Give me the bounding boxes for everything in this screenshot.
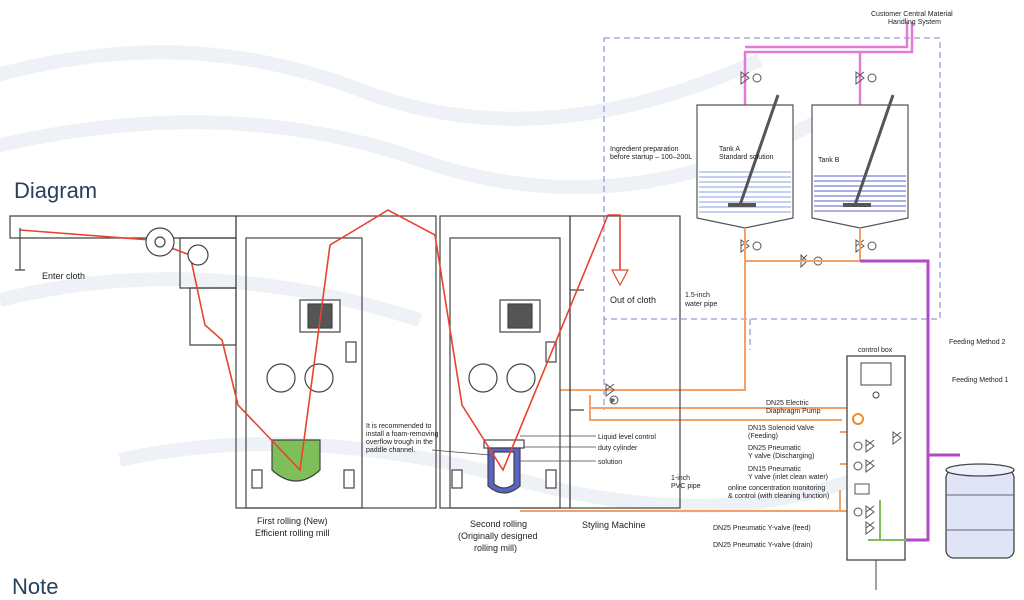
svg-text:First rolling (New): First rolling (New) bbox=[257, 516, 328, 526]
customer-supply-pipe bbox=[743, 22, 914, 105]
ingredient-note: Ingredient preparation before startup – … bbox=[610, 146, 692, 161]
svg-text:DN15 Pneumatic: DN15 Pneumatic bbox=[748, 466, 801, 473]
svg-text:DN15 Solenoid Valve: DN15 Solenoid Valve bbox=[748, 425, 814, 432]
enter-cloth-label: Enter cloth bbox=[42, 271, 85, 281]
tank-a bbox=[696, 94, 794, 229]
first-rolling-mill bbox=[251, 299, 357, 489]
second-rolling-mill bbox=[451, 299, 557, 494]
diagram-heading: Diagram bbox=[14, 178, 98, 203]
svg-text:1.5-inch: 1.5-inch bbox=[685, 292, 710, 299]
svg-text:solution: solution bbox=[598, 459, 622, 466]
svg-text:water pipe: water pipe bbox=[684, 301, 717, 308]
svg-text:PVC pipe: PVC pipe bbox=[671, 483, 701, 490]
control-box bbox=[846, 355, 906, 590]
feeding-method-1-label: Feeding Method 1 bbox=[952, 377, 1009, 384]
svg-text:online concentration monitorin: online concentration monitoring bbox=[728, 485, 825, 492]
svg-text:Liquid level control: Liquid level control bbox=[598, 434, 656, 441]
feeding-drum bbox=[945, 463, 1015, 559]
svg-text:Ingredient preparation: Ingredient preparation bbox=[610, 146, 679, 153]
note-heading: Note bbox=[12, 574, 59, 599]
svg-text:DN25 Electric: DN25 Electric bbox=[766, 400, 809, 407]
bath-callouts bbox=[431, 435, 596, 462]
water-pipe-label: 1.5-inch water pipe bbox=[684, 292, 717, 308]
svg-text:Second rolling: Second rolling bbox=[470, 519, 527, 529]
svg-text:paddle channel.: paddle channel. bbox=[366, 447, 415, 454]
svg-text:(Feeding): (Feeding) bbox=[748, 433, 778, 440]
svg-text:before startup – 100–200L: before startup – 100–200L bbox=[610, 154, 692, 161]
water-pipes bbox=[520, 228, 875, 512]
svg-text:It is recommended to: It is recommended to bbox=[366, 423, 431, 430]
svg-text:DN25 Pneumatic Y-valve (feed): DN25 Pneumatic Y-valve (feed) bbox=[713, 525, 811, 532]
svg-text:Diaphragm Pump: Diaphragm Pump bbox=[766, 408, 821, 415]
tank-inlet-valves bbox=[740, 71, 877, 85]
svg-text:overflow trough in the: overflow trough in the bbox=[366, 439, 433, 446]
feeding-method-2-label: Feeding Method 2 bbox=[949, 339, 1006, 346]
feeding-pipe bbox=[860, 259, 960, 542]
out-of-cloth-label: Out of cloth bbox=[610, 295, 656, 305]
styling-machine-label: Styling Machine bbox=[582, 520, 646, 530]
machine-frames bbox=[9, 215, 681, 509]
inline-valve: P bbox=[605, 383, 619, 406]
svg-text:& control (with cleaning funct: & control (with cleaning function) bbox=[728, 493, 829, 500]
bath-callout-labels: Liquid level control duty cylinder solut… bbox=[598, 434, 656, 466]
svg-text:Tank A: Tank A bbox=[719, 146, 740, 153]
tank-outlet-valves bbox=[740, 239, 877, 269]
dosing-area-boundary bbox=[603, 37, 941, 320]
tank-b-label: Tank B bbox=[818, 157, 840, 164]
svg-text:install a foam-removing: install a foam-removing bbox=[366, 431, 438, 438]
pvc-pipe-label: 1-inch PVC pipe bbox=[671, 475, 701, 490]
svg-text:Y valve (inlet clean water): Y valve (inlet clean water) bbox=[748, 474, 828, 481]
customer-system-label: Customer Central Material Handling Syste… bbox=[871, 11, 953, 26]
entry-rollers bbox=[15, 227, 209, 271]
svg-text:Efficient rolling mill: Efficient rolling mill bbox=[255, 528, 329, 538]
foam-note: It is recommended to install a foam-remo… bbox=[366, 423, 438, 454]
svg-text:P: P bbox=[611, 399, 615, 405]
svg-text:rolling mill): rolling mill) bbox=[474, 543, 517, 553]
tank-a-label: Tank A Standard solution bbox=[719, 146, 774, 161]
svg-text:DN25 Pneumatic Y-valve (drain): DN25 Pneumatic Y-valve (drain) bbox=[713, 542, 813, 549]
second-rolling-label: Second rolling (Originally designed roll… bbox=[458, 519, 538, 553]
svg-text:DN25 Pneumatic: DN25 Pneumatic bbox=[748, 445, 801, 452]
component-labels: DN25 Electric Diaphragm Pump DN15 Soleno… bbox=[713, 400, 829, 549]
first-rolling-label: First rolling (New) Efficient rolling mi… bbox=[255, 516, 329, 538]
dosing-area-boundary-ext bbox=[603, 319, 751, 410]
svg-text:(Originally designed: (Originally designed bbox=[458, 531, 538, 541]
tank-b bbox=[811, 94, 909, 229]
out-of-cloth-arrow bbox=[611, 269, 629, 287]
cloth-path bbox=[19, 209, 621, 472]
svg-text:duty cylinder: duty cylinder bbox=[598, 445, 638, 452]
svg-text:Customer Central Material: Customer Central Material bbox=[871, 11, 953, 18]
svg-text:Standard solution: Standard solution bbox=[719, 154, 774, 161]
svg-text:Y valve (Discharging): Y valve (Discharging) bbox=[748, 453, 814, 460]
svg-text:Handling System: Handling System bbox=[888, 19, 941, 26]
control-box-label: control box bbox=[858, 347, 893, 354]
control-box-components bbox=[852, 413, 906, 541]
